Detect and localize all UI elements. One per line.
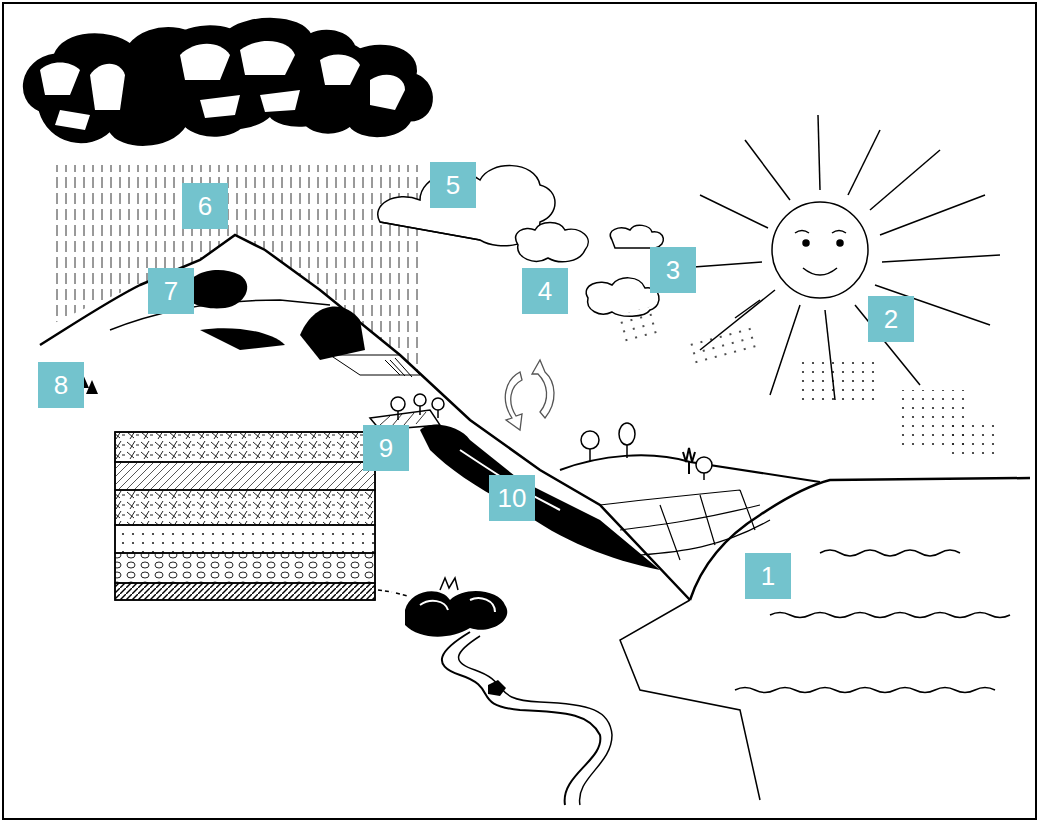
callout-number: 6 <box>182 183 228 229</box>
callout-number: 10 <box>489 475 535 521</box>
callout-number: 2 <box>868 296 914 342</box>
callout-number: 8 <box>38 362 84 408</box>
callout-number: 4 <box>522 268 568 314</box>
callout-number: 1 <box>745 553 791 599</box>
callout-number: 3 <box>650 247 696 293</box>
callout-number: 7 <box>148 268 194 314</box>
callout-number: 5 <box>430 162 476 208</box>
callout-number: 9 <box>363 425 409 471</box>
